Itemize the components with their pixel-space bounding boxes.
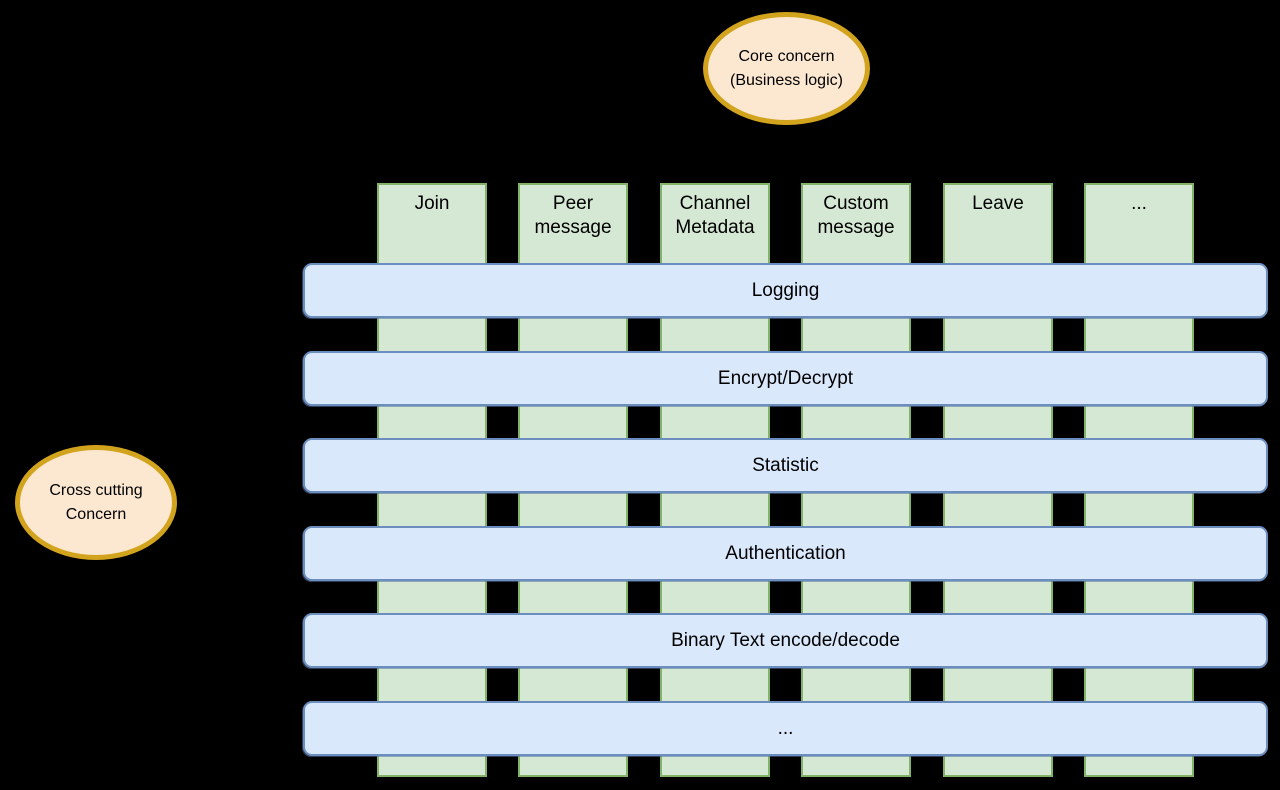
bar-label: Encrypt/Decrypt (717, 367, 854, 389)
column-label: Custom message (817, 193, 895, 238)
cross-cutting-bar: ... (303, 701, 1268, 756)
bar-label: Binary Text encode/decode (671, 629, 900, 651)
core-concern-label-line2: (Business logic) (730, 71, 843, 89)
bar-label: ... (777, 717, 794, 739)
cross-cutting-bar: Encrypt/Decrypt (303, 351, 1268, 406)
bar-label: Authentication (725, 542, 846, 564)
cross-cutting-bar: Binary Text encode/decode (303, 613, 1268, 668)
column-label: Channel Metadata (675, 193, 755, 238)
cross-cutting-bar: Statistic (303, 438, 1268, 493)
cross-cutting-label-line1: Cross cutting (49, 482, 143, 500)
bar-label: Statistic (752, 454, 819, 476)
core-concern-label-line1: Core concern (738, 48, 835, 66)
column-label: Peer message (534, 193, 612, 238)
core-concern-ellipse: Core concern (Business logic) (703, 12, 870, 125)
cross-cutting-bar: Logging (303, 263, 1268, 318)
cross-cutting-ellipse: Cross cutting Concern (15, 445, 177, 560)
column-label: ... (1131, 193, 1147, 214)
column-label: Join (414, 193, 450, 214)
cross-cutting-label-line2: Concern (65, 505, 127, 523)
bar-label: Logging (751, 279, 820, 301)
cross-cutting-bar: Authentication (303, 526, 1268, 581)
column-label: Leave (972, 193, 1024, 214)
